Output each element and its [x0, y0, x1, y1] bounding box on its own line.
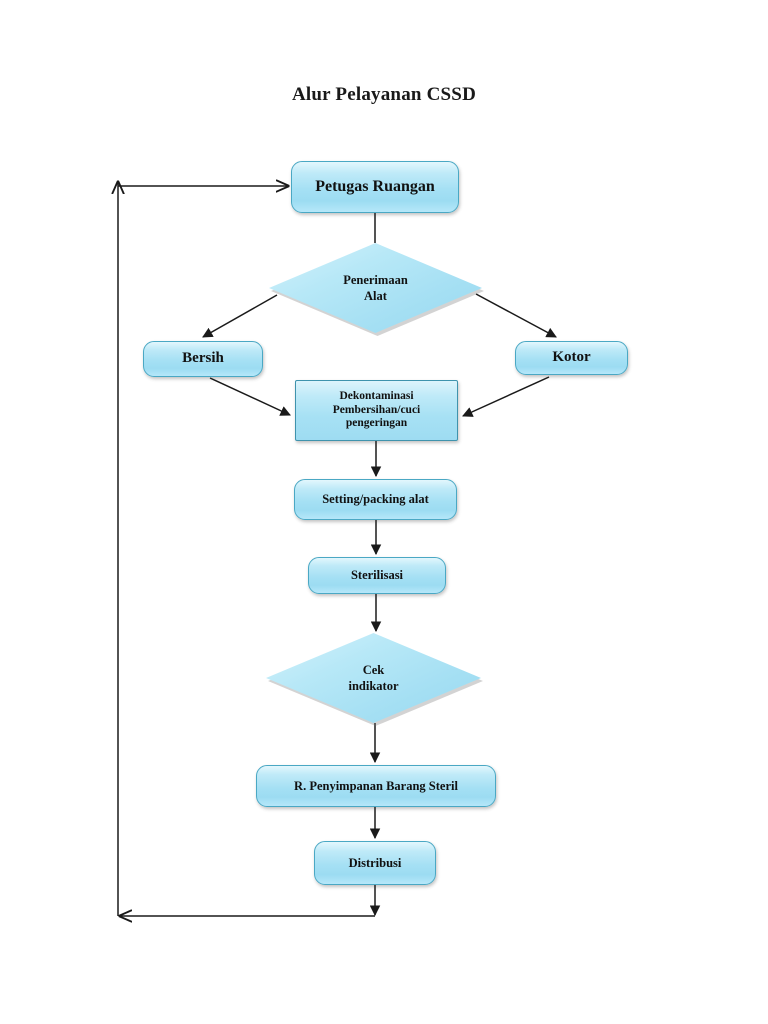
- node-setting-packing-alat[interactable]: Setting/packing alat: [294, 479, 457, 520]
- node-label: Petugas Ruangan: [315, 177, 435, 195]
- node-bersih[interactable]: Bersih: [143, 341, 263, 377]
- node-label: Dekontaminasi Pembersihan/cuci pengering…: [332, 390, 421, 430]
- node-label: R. Penyimpanan Barang Steril: [294, 778, 458, 793]
- edge-bersih-to-dekontaminasi: [209, 377, 291, 416]
- page-title: Alur Pelayanan CSSD: [292, 84, 476, 105]
- node-dekontaminasi[interactable]: Dekontaminasi Pembersihan/cuci pengering…: [295, 380, 458, 441]
- node-distribusi[interactable]: Distribusi: [314, 841, 436, 885]
- edge-kotor-to-dekontaminasi: [462, 376, 550, 417]
- node-label: Penerimaan Alat: [343, 273, 408, 303]
- node-cek-indikator[interactable]: Cek indikator: [266, 633, 483, 726]
- node-sterilisasi[interactable]: Sterilisasi: [308, 557, 446, 594]
- node-label: Bersih: [182, 350, 224, 367]
- node-label: Setting/packing alat: [322, 492, 429, 507]
- node-penerimaan-alat[interactable]: Penerimaan Alat: [269, 243, 484, 336]
- node-r-penyimpanan-barang-steril[interactable]: R. Penyimpanan Barang Steril: [256, 765, 496, 807]
- node-kotor[interactable]: Kotor: [515, 341, 628, 375]
- edge-penerimaan-to-bersih: [202, 294, 278, 338]
- node-label: Cek indikator: [348, 663, 399, 693]
- node-label: Distribusi: [348, 855, 402, 870]
- edge-penerimaan-to-kotor: [475, 293, 557, 338]
- node-petugas-ruangan[interactable]: Petugas Ruangan: [291, 161, 459, 213]
- node-label: Kotor: [552, 349, 591, 366]
- node-label: Sterilisasi: [350, 568, 404, 583]
